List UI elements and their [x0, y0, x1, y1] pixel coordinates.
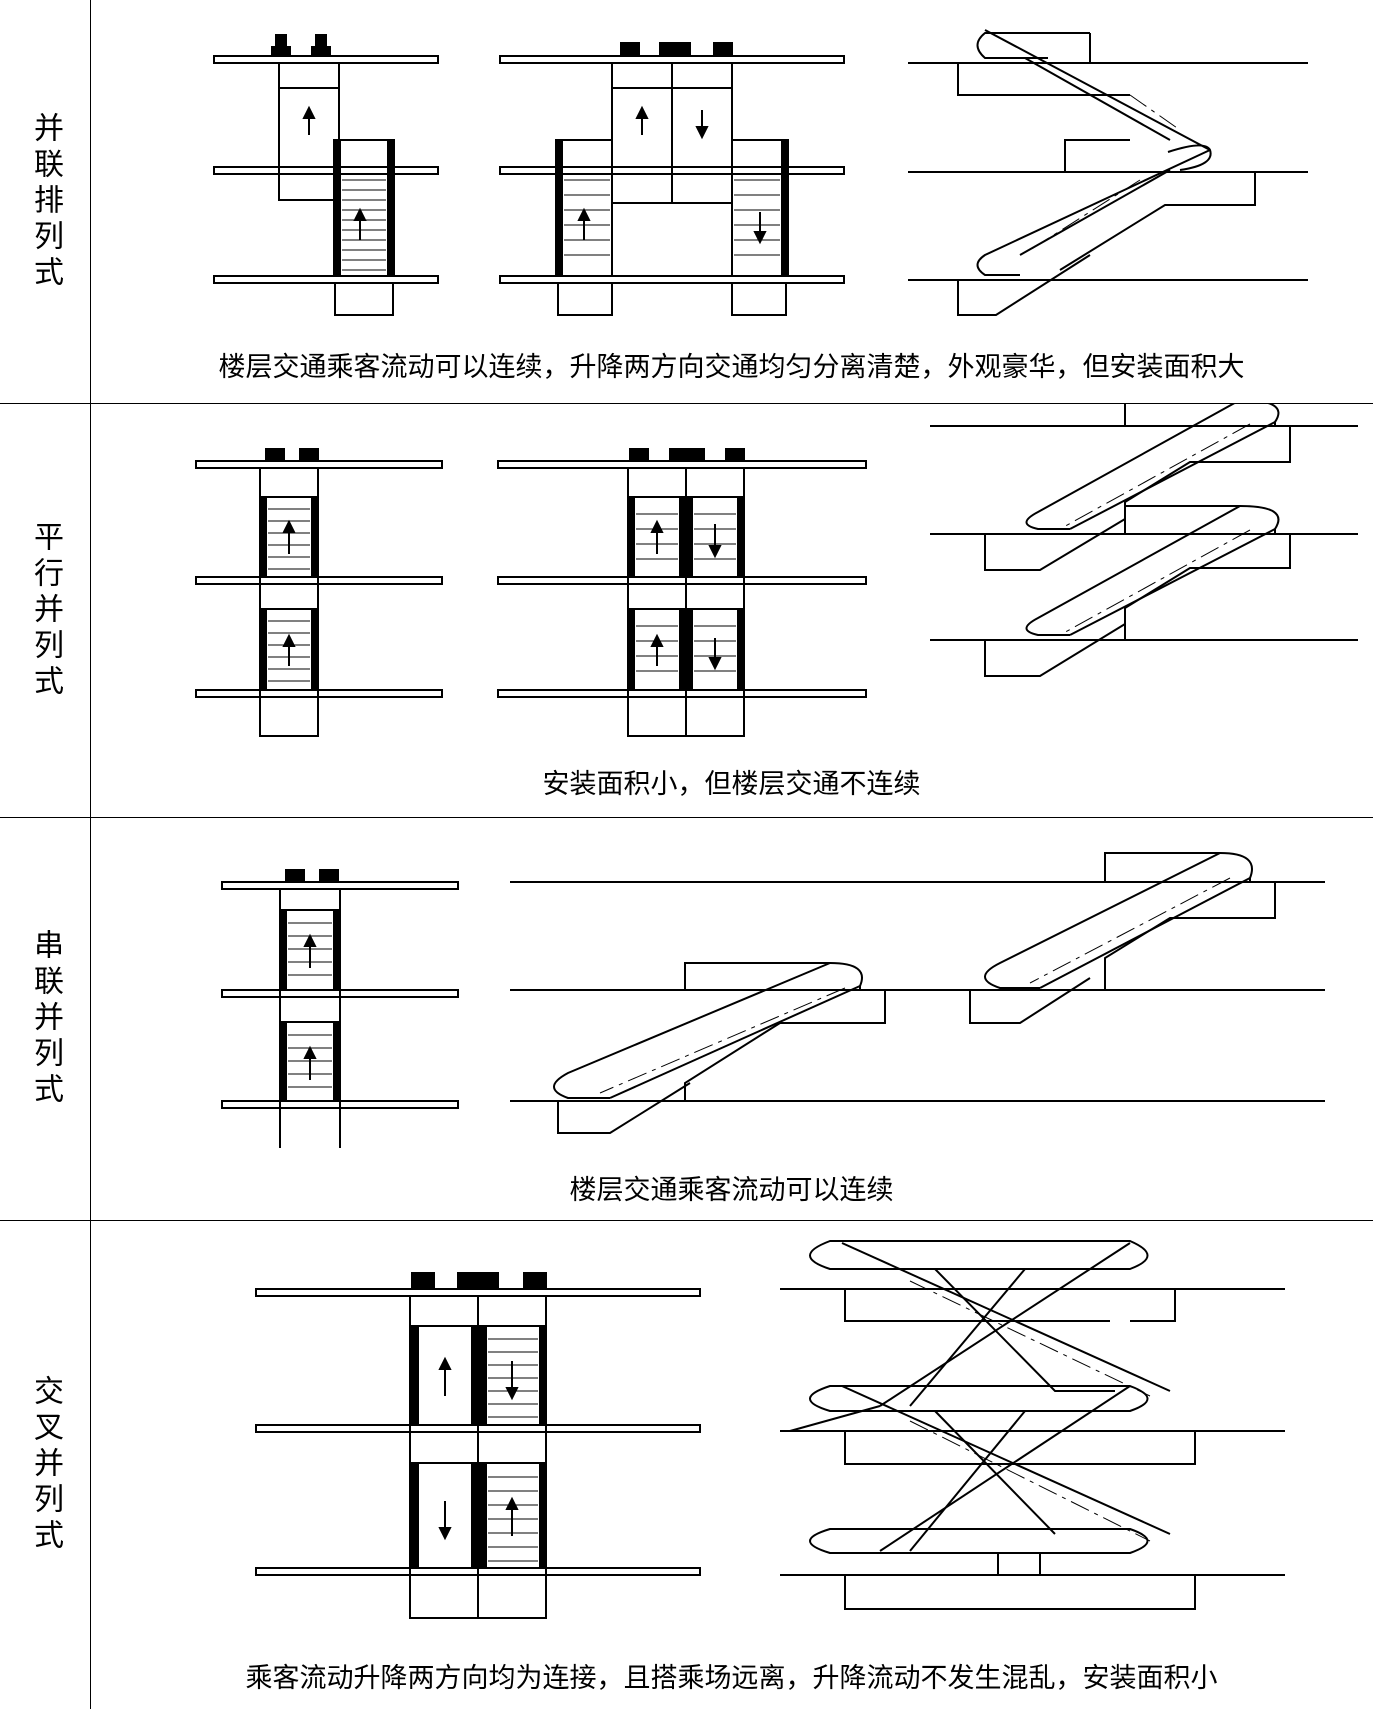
row-label: 平行并列式 — [28, 520, 63, 701]
section-view-series — [510, 853, 1325, 1133]
row-label-cell: 交叉并列式 — [0, 1221, 91, 1709]
section-view-cross — [780, 1241, 1285, 1609]
plan-view-single — [214, 35, 438, 315]
section-view-crossing — [908, 30, 1308, 315]
section-view-parallel — [930, 404, 1358, 676]
row-label: 串联并列式 — [28, 929, 63, 1109]
row-caption: 楼层交通乘客流动可以连续，升降两方向交通均匀分离清楚，外观豪华，但安装面积大 — [218, 352, 1245, 383]
plan-view-double — [256, 1273, 700, 1618]
row-label-cell: 串联并列式 — [0, 818, 91, 1220]
row-caption: 楼层交通乘客流动可以连续 — [569, 1175, 894, 1206]
plan-view-double — [498, 449, 866, 736]
diagram-parallel-arrangement — [90, 0, 1373, 330]
diagram-parallel-side-by-side — [90, 404, 1373, 744]
row-series-arrangement: 串联并列式 楼层交通乘客流动可 — [0, 818, 1373, 1221]
row-label: 交叉并列式 — [28, 1375, 63, 1555]
row-cross-arrangement: 交叉并列式 — [0, 1221, 1373, 1709]
diagram-cross-arrangement — [90, 1221, 1373, 1641]
plan-view-single — [196, 449, 442, 736]
row-parallel-arrangement: 并联排列式 — [0, 0, 1373, 404]
row-label-cell: 并联排列式 — [0, 0, 91, 403]
row-label-cell: 平行并列式 — [0, 404, 91, 817]
row-caption: 乘客流动升降两方向均为连接，且搭乘场远离，升降流动不发生混乱，安装面积小 — [245, 1663, 1218, 1694]
plan-view-single — [222, 870, 458, 1148]
row-caption: 安装面积小，但楼层交通不连续 — [542, 769, 921, 800]
row-parallel-side-by-side: 平行并列式 — [0, 404, 1373, 818]
row-label: 并联排列式 — [28, 111, 63, 292]
diagram-series-arrangement — [90, 818, 1373, 1148]
plan-view-double — [500, 43, 844, 315]
